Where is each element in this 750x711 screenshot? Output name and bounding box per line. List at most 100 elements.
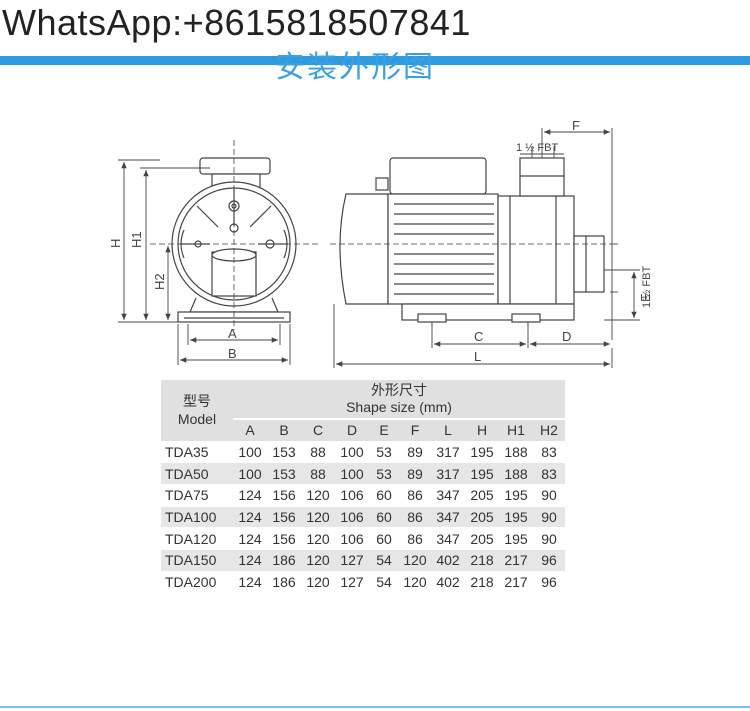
value-cell: 402 — [431, 570, 465, 593]
drawing-title: 安装外形图 — [275, 50, 435, 85]
column-header: H — [465, 417, 499, 442]
dim-label-fbt-top: 1 ½ FBT — [516, 142, 558, 154]
value-cell: 217 — [499, 549, 533, 572]
value-cell: 100 — [335, 440, 369, 463]
value-cell: 86 — [399, 527, 431, 550]
value-cell: 96 — [533, 570, 565, 593]
value-cell: 124 — [233, 527, 267, 550]
value-cell: 186 — [267, 549, 301, 572]
value-cell: 53 — [369, 462, 399, 485]
model-cell: TDA35 — [161, 440, 233, 463]
shape-header-en: Shape size (mm) — [346, 399, 452, 415]
value-cell: 195 — [465, 440, 499, 463]
header-bar — [0, 56, 750, 65]
value-cell: 60 — [369, 527, 399, 550]
dim-label-h: H — [108, 239, 123, 248]
model-cell: TDA120 — [161, 527, 233, 550]
value-cell: 156 — [267, 505, 301, 528]
value-cell: 89 — [399, 440, 431, 463]
value-cell: 317 — [431, 462, 465, 485]
value-cell: 100 — [335, 462, 369, 485]
value-cell: 186 — [267, 570, 301, 593]
column-header: A — [233, 417, 267, 442]
value-cell: 83 — [533, 440, 565, 463]
value-cell: 100 — [233, 462, 267, 485]
shape-header: 外形尺寸 Shape size (mm) — [233, 380, 565, 419]
value-cell: 120 — [301, 527, 335, 550]
value-cell: 86 — [399, 484, 431, 507]
column-header: L — [431, 417, 465, 442]
dim-label-d: D — [562, 329, 571, 344]
dim-label-c: C — [474, 329, 483, 344]
value-cell: 124 — [233, 549, 267, 572]
value-cell: 54 — [369, 570, 399, 593]
dim-label-f: F — [572, 118, 580, 133]
value-cell: 205 — [465, 484, 499, 507]
value-cell: 127 — [335, 570, 369, 593]
value-cell: 86 — [399, 505, 431, 528]
value-cell: 317 — [431, 440, 465, 463]
dim-label-h2: H2 — [152, 273, 167, 290]
value-cell: 53 — [369, 440, 399, 463]
value-cell: 90 — [533, 484, 565, 507]
value-cell: 96 — [533, 549, 565, 572]
value-cell: 218 — [465, 549, 499, 572]
value-cell: 188 — [499, 440, 533, 463]
dim-label-e: E — [638, 293, 653, 302]
value-cell: 347 — [431, 505, 465, 528]
model-cell: TDA150 — [161, 549, 233, 572]
value-cell: 195 — [499, 527, 533, 550]
value-cell: 120 — [301, 570, 335, 593]
value-cell: 100 — [233, 440, 267, 463]
value-cell: 156 — [267, 527, 301, 550]
value-cell: 120 — [399, 570, 431, 593]
value-cell: 54 — [369, 549, 399, 572]
value-cell: 195 — [465, 462, 499, 485]
value-cell: 347 — [431, 484, 465, 507]
value-cell: 153 — [267, 462, 301, 485]
front-dimensions — [118, 159, 291, 365]
front-view — [150, 140, 320, 330]
value-cell: 60 — [369, 484, 399, 507]
whatsapp-watermark: WhatsApp:+8615818507841 — [2, 2, 471, 43]
value-cell: 217 — [499, 570, 533, 593]
value-cell: 195 — [499, 484, 533, 507]
value-cell: 195 — [499, 505, 533, 528]
value-cell: 106 — [335, 505, 369, 528]
value-cell: 89 — [399, 462, 431, 485]
value-cell: 153 — [267, 440, 301, 463]
model-cell: TDA50 — [161, 462, 233, 485]
value-cell: 205 — [465, 527, 499, 550]
value-cell: 83 — [533, 462, 565, 485]
value-cell: 347 — [431, 527, 465, 550]
dim-label-b: B — [228, 346, 237, 361]
pump-drawing: H H1 H2 A B — [108, 118, 653, 368]
value-cell: 106 — [335, 484, 369, 507]
value-cell: 188 — [499, 462, 533, 485]
value-cell: 90 — [533, 527, 565, 550]
value-cell: 90 — [533, 505, 565, 528]
dim-label-h1: H1 — [129, 231, 144, 248]
column-header: H1 — [499, 417, 533, 442]
side-view — [330, 157, 610, 323]
value-cell: 120 — [301, 549, 335, 572]
model-cell: TDA75 — [161, 484, 233, 507]
shape-header-cn: 外形尺寸 — [371, 382, 427, 398]
column-header: H2 — [533, 417, 565, 442]
value-cell: 156 — [267, 484, 301, 507]
dim-label-fbt-side: 1 ½ FBT — [641, 266, 653, 308]
column-header: D — [335, 417, 369, 442]
footer-line — [0, 706, 750, 708]
value-cell: 402 — [431, 549, 465, 572]
value-cell: 127 — [335, 549, 369, 572]
column-header: E — [369, 417, 399, 442]
value-cell: 124 — [233, 505, 267, 528]
